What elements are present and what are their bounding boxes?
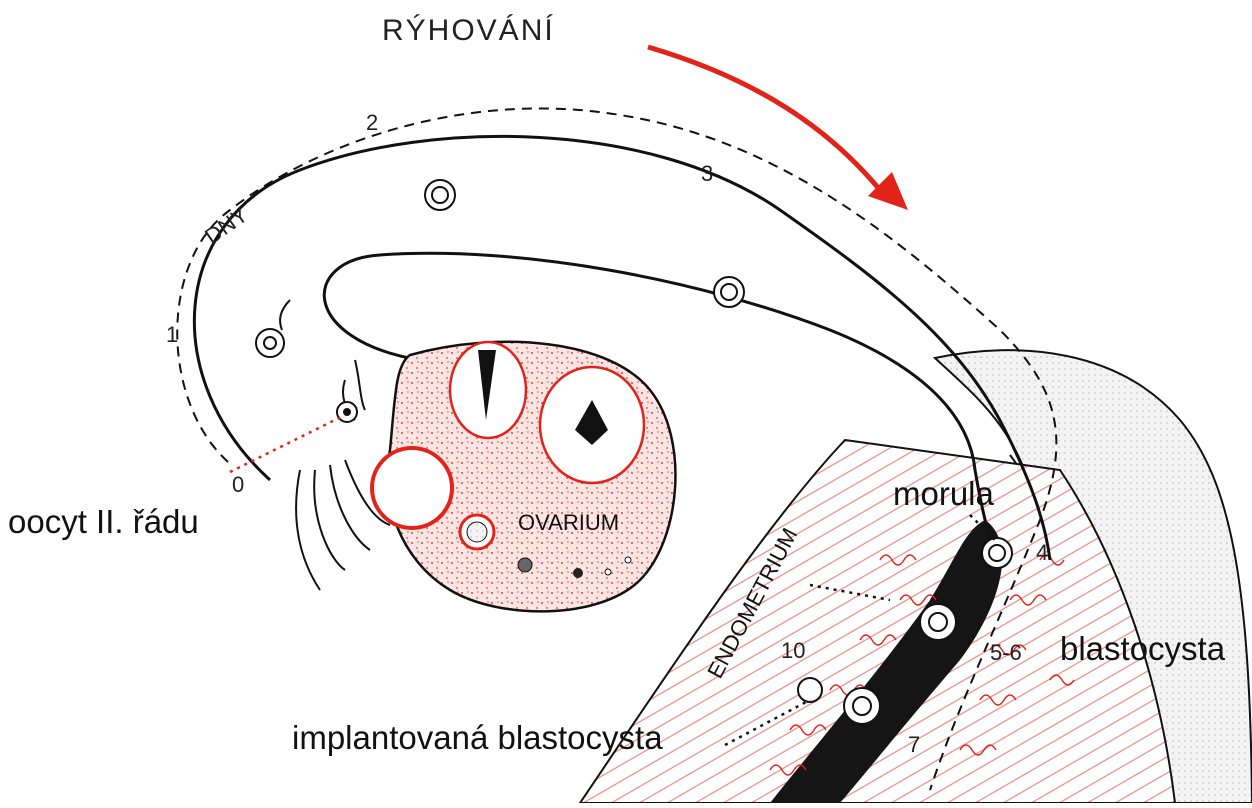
- day-marker-0: 0: [232, 472, 244, 497]
- day-marker-4: 4: [1036, 540, 1048, 565]
- label-oocyte: oocyt II. řádu: [8, 503, 199, 540]
- label-ovary: OVARIUM: [518, 510, 619, 535]
- day-marker-10: 10: [781, 638, 805, 663]
- day-marker-7: 7: [908, 732, 920, 757]
- label-implanted-blastocyst: implantovaná blastocysta: [292, 719, 663, 756]
- label-morula: morula: [893, 475, 995, 512]
- days-label: DNY: [200, 202, 253, 249]
- day-marker-5-6: 5-6: [990, 640, 1022, 665]
- day-marker-1: 1: [166, 322, 178, 347]
- day-marker-3: 3: [701, 161, 713, 186]
- small-arrow: [280, 300, 290, 330]
- day-marker-2: 2: [366, 110, 378, 135]
- cleavage-arrow: [648, 47, 908, 210]
- label-blastocyst: blastocysta: [1060, 630, 1226, 667]
- diagram-title: RÝHOVÁNÍ: [382, 14, 555, 47]
